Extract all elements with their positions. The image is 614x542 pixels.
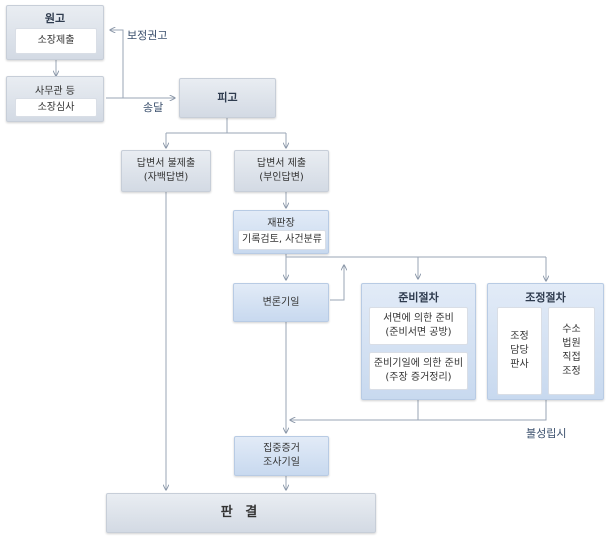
no-answer-line2: (자백답변) <box>143 172 189 183</box>
mediation-judge-line3: 판사 <box>510 359 529 370</box>
correction-label: 보정권고 <box>127 29 168 42</box>
written-preparation: 서면에 의한 준비 (준비서면 공방) <box>369 307 468 345</box>
answer-line1: 답변서 제출 <box>256 158 307 169</box>
concentrated-evidence-box: 집중증거 조사기일 <box>234 436 329 476</box>
presiding-judge-title: 재판장 <box>267 218 295 229</box>
court-mediation: 수소 법원 직접 조정 <box>548 307 595 395</box>
mediation-judge-line2: 담당 <box>510 345 529 356</box>
date-preparation-line1: 준비기일에 의한 준비 <box>373 358 464 369</box>
written-preparation-line2: (준비서면 공방) <box>385 327 452 338</box>
presiding-judge-box: 재판장 기록검토, 사건분류 <box>233 210 329 254</box>
mediation-judge: 조정 담당 판사 <box>497 307 542 395</box>
record-review: 기록검토, 사건분류 <box>238 230 326 250</box>
court-mediation-line1: 수소 <box>562 324 581 335</box>
judgment-box: 판 결 <box>106 493 376 533</box>
delivery-label: 송달 <box>143 101 164 114</box>
complaint-submission: 소장제출 <box>15 28 97 54</box>
defendant-title: 피고 <box>217 91 238 104</box>
hearing-date-title: 변론기일 <box>262 296 300 308</box>
mediation-judge-line1: 조정 <box>510 331 529 342</box>
concentrated-line1: 집중증거 <box>263 443 300 454</box>
judgment-title: 판 결 <box>220 505 262 520</box>
court-mediation-line2: 법원 <box>562 338 581 349</box>
concentrated-line2: 조사기일 <box>263 457 300 468</box>
defendant-box: 피고 <box>179 78 276 118</box>
complaint-review: 소장심사 <box>15 98 97 117</box>
written-preparation-line1: 서면에 의한 준비 <box>383 313 454 324</box>
no-answer-box: 답변서 불제출 (자백답변) <box>121 150 211 192</box>
preparation-title: 준비절차 <box>398 291 439 304</box>
hearing-date-box: 변론기일 <box>233 283 329 322</box>
failure-label: 불성립시 <box>526 427 567 440</box>
clerk-box: 사무관 등 소장심사 <box>6 76 104 122</box>
mediation-box: 조정절차 조정 담당 판사 수소 법원 직접 조정 <box>487 283 604 400</box>
date-preparation-line2: (주장 증거정리) <box>385 372 452 383</box>
court-mediation-line4: 조정 <box>562 366 581 377</box>
answer-box: 답변서 제출 (부인답변) <box>234 150 329 192</box>
preparation-box: 준비절차 서면에 의한 준비 (준비서면 공방) 준비기일에 의한 준비 (주장… <box>361 283 476 400</box>
plaintiff-title: 원고 <box>44 12 66 25</box>
mediation-title: 조정절차 <box>525 291 566 304</box>
no-answer-line1: 답변서 불제출 <box>136 158 196 169</box>
court-mediation-line3: 직접 <box>562 352 581 363</box>
date-preparation: 준비기일에 의한 준비 (주장 증거정리) <box>369 352 468 390</box>
clerk-title: 사무관 등 <box>35 86 75 97</box>
answer-line2: (부인답변) <box>259 172 304 183</box>
plaintiff-box: 원고 소장제출 <box>6 5 104 60</box>
